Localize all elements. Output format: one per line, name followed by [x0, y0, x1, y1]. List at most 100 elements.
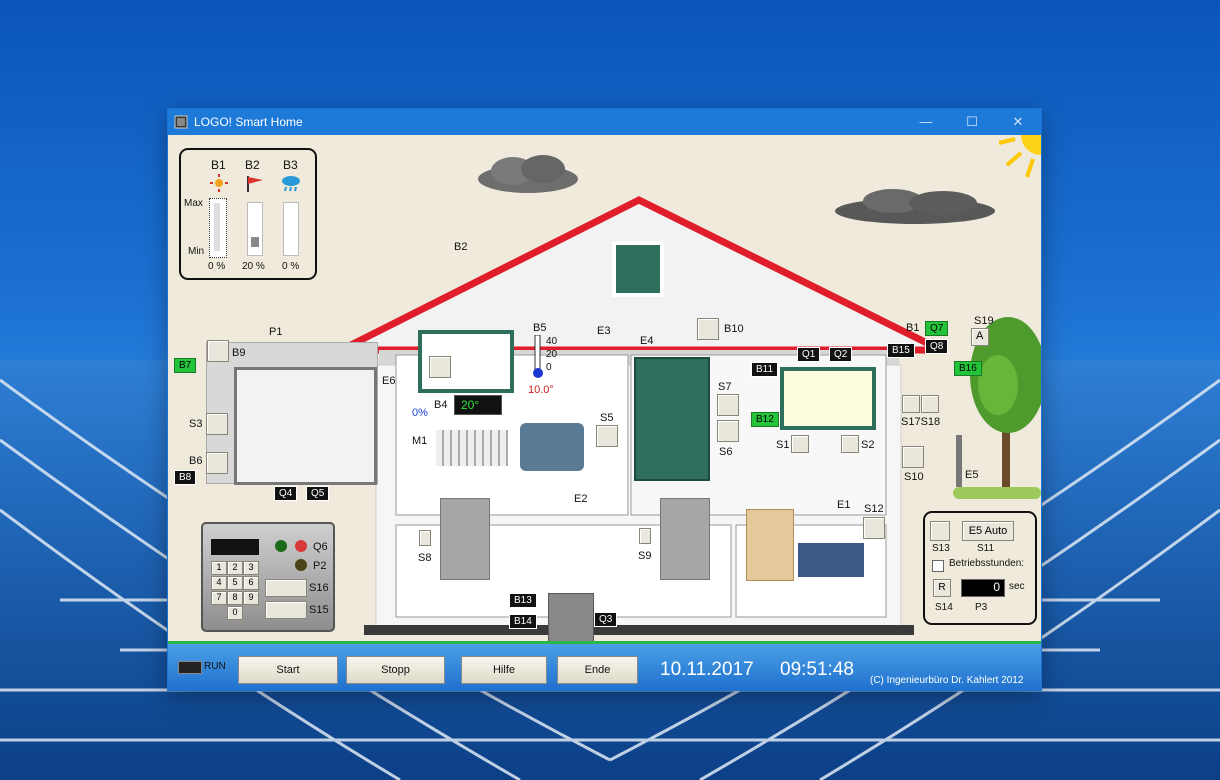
led-red [295, 540, 307, 552]
label-q6: Q6 [313, 541, 328, 553]
label-p1: P1 [269, 326, 283, 338]
hours-checkbox[interactable] [932, 560, 944, 572]
label-s11: S11 [977, 543, 995, 554]
button-b6[interactable] [206, 452, 228, 474]
indicator-q7: Q7 [925, 321, 949, 336]
light-switch-s8[interactable] [419, 530, 431, 546]
thermometer-icon [533, 335, 543, 378]
led-green [275, 540, 287, 552]
label-s13: S13 [932, 543, 950, 554]
label-e4: E4 [640, 335, 654, 347]
copyright: (C) Ingenieurbüro Dr. Kahlert 2012 [870, 675, 1024, 686]
close-button[interactable]: ✕ [1012, 114, 1024, 129]
stop-button[interactable]: Stopp [346, 656, 445, 684]
window-button[interactable] [429, 356, 451, 378]
kitchen-window [780, 367, 876, 430]
app-icon [174, 115, 188, 129]
label-e5: E5 [965, 469, 979, 481]
cloud-icon [835, 189, 995, 224]
sensor-label-b1: B1 [211, 158, 226, 172]
awning-down-s18[interactable] [921, 395, 939, 413]
indicator-b16: B16 [954, 361, 982, 376]
window-title: LOGO! Smart Home [194, 115, 303, 129]
label-s17s18: S17S18 [901, 416, 941, 428]
end-button[interactable]: Ende [557, 656, 638, 684]
thermo-scale-0: 0 [546, 362, 552, 373]
hours-label: Betriebsstunden: [949, 558, 1025, 569]
key-switch-s7[interactable] [717, 394, 739, 416]
awning-up-s17[interactable] [902, 395, 920, 413]
label-p2: P2 [313, 560, 327, 572]
label-s2: S2 [861, 439, 875, 451]
confirm-s15-button[interactable] [265, 601, 307, 619]
label-s16: S16 [309, 582, 329, 594]
sun-sensor-icon [210, 174, 228, 192]
label-b4: B4 [434, 399, 448, 411]
basement-pump [548, 593, 594, 643]
end-label: Ende [584, 664, 611, 676]
label-s7: S7 [718, 381, 732, 393]
maximize-button[interactable]: ☐ [966, 114, 978, 129]
label-s19: S19 [974, 315, 994, 327]
indicator-b12: B12 [751, 412, 779, 427]
cloud-icon [478, 155, 578, 193]
label-s6: S6 [719, 446, 733, 458]
light-switch-s9[interactable] [639, 528, 651, 544]
motion-sensor-b9-button[interactable] [207, 340, 229, 362]
key-3[interactable]: 3 [243, 561, 259, 575]
help-button[interactable]: Hilfe [461, 656, 547, 684]
motion-sensor-b10-button[interactable] [697, 318, 719, 340]
light-switch-s12[interactable] [863, 517, 885, 539]
reset-button[interactable]: R [933, 579, 951, 597]
light-switch-s6[interactable] [717, 420, 739, 442]
title-bar: LOGO! Smart Home — ☐ ✕ [168, 109, 1041, 135]
key-5[interactable]: 5 [227, 576, 243, 590]
key-4[interactable]: 4 [211, 576, 227, 590]
label-e3: E3 [597, 325, 611, 337]
key-0[interactable]: 0 [227, 606, 243, 620]
minimize-button[interactable]: — [919, 114, 933, 129]
key-2[interactable]: 2 [227, 561, 243, 575]
shutter-up-s1[interactable] [791, 435, 809, 453]
label-e1: E1 [837, 499, 851, 511]
garage-door [234, 367, 377, 485]
key-9[interactable]: 9 [243, 591, 259, 605]
e5-auto-button[interactable]: E5 Auto [962, 521, 1014, 541]
setpoint-spinner[interactable]: 20° [454, 395, 502, 415]
sensor-label-b3: B3 [283, 158, 298, 172]
cancel-s16-button[interactable] [265, 579, 307, 597]
s13-button[interactable] [930, 521, 950, 541]
rain-value: 0 % [282, 261, 300, 272]
wind-level-slider[interactable] [247, 202, 263, 256]
basement-door-right [660, 498, 710, 580]
indicator-q3: Q3 [594, 612, 618, 627]
light-switch-s5[interactable] [596, 425, 618, 447]
tree-icon [970, 317, 1041, 495]
label-e2: E2 [574, 493, 588, 505]
wind-sensor-icon [247, 176, 263, 192]
label-e6: E6 [382, 375, 396, 387]
min-label: Min [188, 246, 205, 257]
key-8[interactable]: 8 [227, 591, 243, 605]
e5-control-panel: E5 Auto S13 S11 Betriebsstunden: R 0 sec… [923, 511, 1037, 625]
awning-auto-s19[interactable]: A [971, 328, 989, 346]
lawn [953, 487, 1041, 499]
sun-icon [998, 135, 1041, 178]
key-switch-s3-button[interactable] [206, 413, 228, 435]
key-6[interactable]: 6 [243, 576, 259, 590]
alarm-keypad: Q6 P2 1 2 3 4 5 6 7 8 9 0 S16 S15 [201, 522, 335, 632]
sun-level-slider[interactable] [209, 198, 227, 258]
front-door [634, 357, 710, 481]
rain-level-slider[interactable] [283, 202, 299, 256]
light-switch-s10[interactable] [902, 446, 924, 468]
key-7[interactable]: 7 [211, 591, 227, 605]
shutter-down-s2[interactable] [841, 435, 859, 453]
key-1[interactable]: 1 [211, 561, 227, 575]
garden-lamp [956, 435, 962, 487]
indicator-b11: B11 [751, 362, 779, 377]
label-m1: M1 [412, 435, 428, 447]
start-button[interactable]: Start [238, 656, 338, 684]
label-s3: S3 [189, 418, 203, 430]
thermo-scale-20: 20 [546, 349, 558, 360]
auto-label: A [976, 330, 984, 342]
